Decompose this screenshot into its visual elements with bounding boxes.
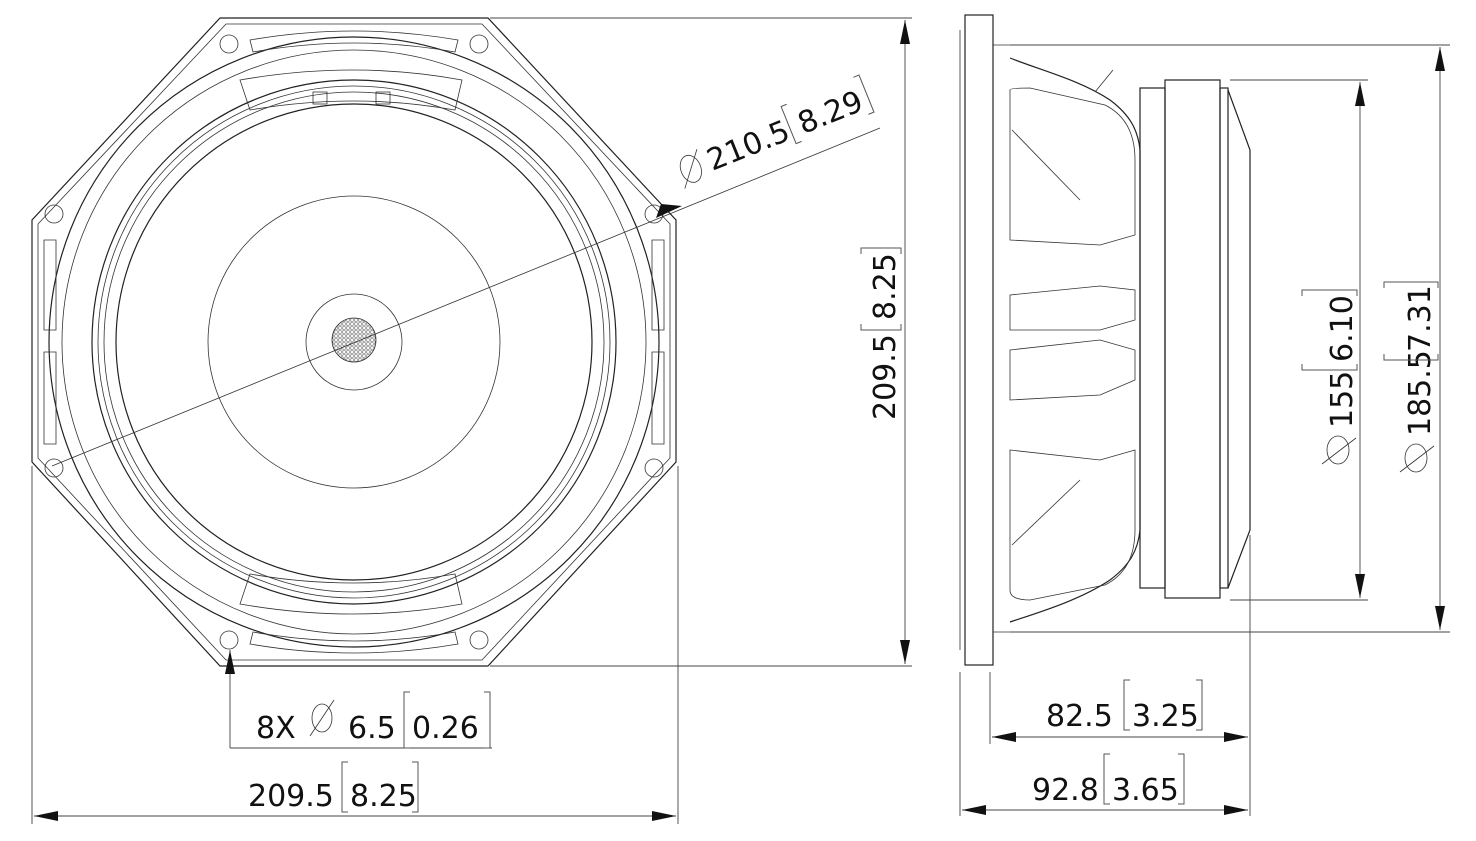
- holes-in: 0.26: [412, 711, 479, 746]
- diameter-symbol-icon: [1326, 435, 1350, 465]
- holes-mm: 6.5: [348, 711, 396, 746]
- magnet: [1164, 79, 1221, 599]
- magnet-diameter-mm: 155: [1325, 371, 1360, 428]
- total-depth-in: 3.65: [1112, 773, 1179, 808]
- diameter-symbol-icon: [679, 154, 702, 183]
- width-in: 8.25: [350, 779, 417, 814]
- dim-total-depth: 92.8 3.65: [1032, 753, 1185, 808]
- magnet-diameter-in: 6.10: [1325, 295, 1360, 362]
- holes-count: 8X: [256, 711, 296, 746]
- diameter-symbol-icon: [1404, 443, 1428, 473]
- diameter-symbol-icon: [311, 703, 333, 733]
- dim-outer-diameter: 210.5 8.29: [679, 74, 875, 189]
- front-view: [31, 17, 881, 667]
- outer-diameter-in: 8.29: [793, 84, 868, 141]
- mounting-holes: [44, 34, 664, 650]
- dimension-lines-front: [31, 17, 912, 824]
- total-depth-mm: 92.8: [1032, 773, 1099, 808]
- front-plate: [1139, 87, 1166, 589]
- height-mm: 209.5: [868, 334, 903, 420]
- dim-height: 209.5 8.25: [860, 247, 903, 420]
- dim-magnet-diameter: 155 6.10: [1301, 289, 1360, 465]
- dim-width: 209.5 8.25: [248, 761, 419, 814]
- dim-frame-depth: 82.5 3.25: [1046, 679, 1203, 734]
- diameter-leader: [51, 127, 881, 467]
- flange: [964, 14, 994, 666]
- frame-diameter-mm: 185.5: [1403, 350, 1438, 436]
- height-in: 8.25: [868, 253, 903, 320]
- dim-frame-diameter: 185.5 7.31: [1383, 281, 1439, 473]
- back-plate: [1219, 87, 1229, 589]
- frame-windows: [43, 30, 665, 654]
- frame-depth-in: 3.25: [1132, 699, 1199, 734]
- dim-mounting-holes: 8X 6.5 0.26: [256, 691, 491, 749]
- width-mm: 209.5: [248, 779, 334, 814]
- side-view: [959, 14, 1251, 666]
- frame-diameter-in: 7.31: [1403, 285, 1438, 352]
- dust-cap-mesh: [331, 317, 377, 363]
- frame-depth-mm: 82.5: [1046, 699, 1113, 734]
- frame-octagon: [31, 17, 677, 667]
- dimension-lines-side: [959, 44, 1450, 816]
